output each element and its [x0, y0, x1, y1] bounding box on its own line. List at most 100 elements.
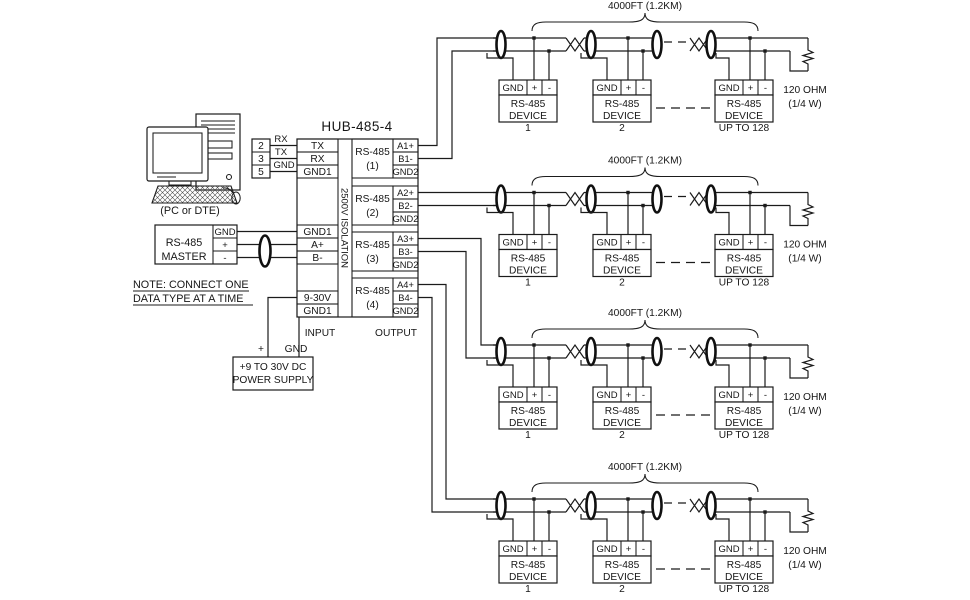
device-terminal-label: GND [596, 238, 617, 249]
device-terminal-label: GND [502, 390, 523, 401]
device-name-line: DEVICE [725, 418, 763, 429]
hub-output-label: GND2 [393, 306, 419, 316]
device-terminal-label: + [532, 83, 538, 94]
note: NOTE: CONNECT ONE DATA TYPE AT A TIME [133, 279, 253, 306]
device-terminal-label: - [548, 544, 551, 555]
master-name-line: MASTER [162, 251, 207, 263]
device-terminal-label: + [532, 390, 538, 401]
hub-terminal-label: GND1 [303, 167, 332, 178]
distance-label: 4000FT (1.2KM) [608, 1, 682, 12]
pc-caption: (PC or DTE) [160, 205, 219, 217]
device-terminal-label: - [642, 83, 645, 94]
channel-number: (4) [366, 300, 378, 311]
power-supply: + GND +9 TO 30V DC POWER SUPPLY [232, 296, 314, 391]
device-number-label: 2 [619, 278, 625, 289]
termination-label: 120 OHM [783, 392, 827, 403]
master-terminal-label: + [222, 240, 228, 251]
device-number-label: 2 [619, 123, 625, 134]
distance-label: 4000FT (1.2KM) [608, 462, 682, 473]
device-number-label: UP TO 128 [719, 430, 770, 441]
device-terminal-label: + [532, 544, 538, 555]
distance-label: 4000FT (1.2KM) [608, 308, 682, 319]
device-name-line: DEVICE [603, 572, 641, 583]
device-name-line: RS-485 [605, 99, 640, 110]
device-terminal-label: - [642, 544, 645, 555]
device-name-line: DEVICE [603, 266, 641, 277]
device-terminal-label: GND [502, 544, 523, 555]
chain-row: 4000FT (1.2KM) GND + - RS-485 DEVICE 1 G… [502, 1, 826, 134]
channel-name: RS-485 [355, 286, 390, 297]
hub-terminal-label: A+ [311, 240, 324, 251]
device-name-line: DEVICE [603, 418, 641, 429]
hub-title: HUB-485-4 [321, 119, 392, 134]
termination-label: (1/4 W) [788, 406, 821, 417]
device-terminal-label: - [548, 83, 551, 94]
device-terminal-label: - [764, 390, 767, 401]
device-terminal-label: - [764, 544, 767, 555]
device-terminal-label: GND [596, 83, 617, 94]
device-name-line: DEVICE [725, 266, 763, 277]
hub-output-label: B2- [398, 201, 412, 211]
device-name-line: DEVICE [509, 111, 547, 122]
pin-signal-label: GND [273, 160, 294, 171]
hub-output-label: A4+ [397, 280, 414, 290]
termination-label: 120 OHM [783, 85, 827, 96]
pin-number: 5 [258, 167, 264, 178]
hub-output-label: B3- [398, 247, 412, 257]
ferrite-bead-icon [258, 234, 272, 268]
master-name-line: RS-485 [166, 237, 203, 249]
hub-to-chain-wires [418, 37, 496, 513]
channel-number: (1) [366, 161, 378, 172]
hub-output-label: GND2 [393, 214, 419, 224]
device-terminal-label: - [764, 83, 767, 94]
hub-output-label: A3+ [397, 234, 414, 244]
device-number-label: 1 [525, 584, 531, 595]
device-terminal-label: - [642, 238, 645, 249]
device-terminal-label: + [626, 390, 632, 401]
termination-label: 120 OHM [783, 546, 827, 557]
hub-terminal-label: TX [311, 141, 324, 152]
pin-number: 3 [258, 154, 264, 165]
hub-terminal-label: GND1 [303, 306, 332, 317]
master-terminal-label: - [223, 253, 226, 264]
device-number-label: UP TO 128 [719, 278, 770, 289]
hub-output-label: A2+ [397, 188, 414, 198]
device-terminal-label: + [626, 83, 632, 94]
com-port: 2 3 5 RX TX GND [251, 134, 297, 179]
device-name-line: RS-485 [511, 406, 546, 417]
device-name-line: DEVICE [725, 111, 763, 122]
device-terminal-label: GND [718, 83, 739, 94]
termination-label: (1/4 W) [788, 99, 821, 110]
distance-label: 4000FT (1.2KM) [608, 156, 682, 167]
note-line: DATA TYPE AT A TIME [133, 293, 243, 305]
device-terminal-label: GND [718, 544, 739, 555]
master-terminal-label: GND [214, 227, 235, 238]
device-terminal-label: + [626, 238, 632, 249]
chain-row: 4000FT (1.2KM) GND + - RS-485 DEVICE 1 G… [502, 156, 826, 289]
chain-row: 4000FT (1.2KM) GND + - RS-485 DEVICE 1 G… [502, 462, 826, 595]
channel-name: RS-485 [355, 194, 390, 205]
device-number-label: 2 [619, 584, 625, 595]
device-terminal-label: + [748, 390, 754, 401]
channel-number: (3) [366, 254, 378, 265]
termination-label: (1/4 W) [788, 254, 821, 265]
device-terminal-label: + [532, 238, 538, 249]
device-number-label: 1 [525, 278, 531, 289]
device-terminal-label: + [748, 544, 754, 555]
hub-output-cells: A1+ B1- GND2 A2+ B2- GND2 A3+ B3- GND2 A… [392, 138, 419, 318]
device-name-line: DEVICE [725, 572, 763, 583]
isolation-label: 2500V ISOLATION [339, 188, 350, 268]
device-terminal-label: - [642, 390, 645, 401]
device-terminal-label: GND [718, 238, 739, 249]
hub-terminal-label: GND1 [303, 227, 332, 238]
device-name-line: RS-485 [727, 254, 762, 265]
device-terminal-label: - [548, 390, 551, 401]
device-terminal-label: + [748, 83, 754, 94]
hub-terminal-label: RX [310, 154, 324, 165]
device-name-line: RS-485 [511, 254, 546, 265]
power-supply-line: POWER SUPPLY [233, 375, 314, 386]
device-terminal-label: + [626, 544, 632, 555]
note-line: NOTE: CONNECT ONE [133, 279, 249, 291]
pin-number: 2 [258, 141, 264, 152]
